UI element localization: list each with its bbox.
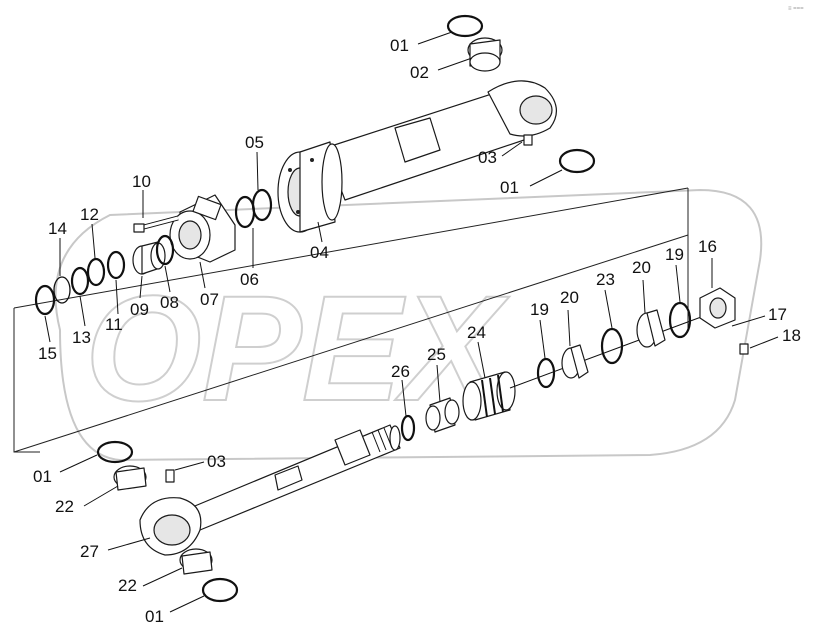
callout-04: 04	[310, 243, 329, 262]
assembly-frame	[13, 187, 689, 453]
callout-06: 06	[240, 270, 259, 289]
callout-19-left: 19	[530, 300, 549, 319]
callout-22-lower: 22	[118, 576, 137, 595]
callout-01-top: 01	[390, 36, 409, 55]
callout-22-upper: 22	[55, 497, 74, 516]
cylinder-head	[169, 194, 236, 263]
callout-01-rod-top: 01	[33, 467, 52, 486]
callout-16: 16	[698, 237, 717, 256]
callout-02: 02	[410, 63, 429, 82]
bushing-09	[132, 241, 166, 275]
callout-10: 10	[132, 172, 151, 191]
callout-12: 12	[80, 205, 99, 224]
callout-03-upper: 03	[478, 148, 497, 167]
callout-17: 17	[768, 305, 787, 324]
piston-rod	[139, 424, 401, 556]
cylinder-barrel	[277, 80, 557, 233]
callout-labels: 01 02 03 01 05 10 14 12 04 06 07 08 09 1…	[33, 36, 801, 626]
callout-20-left: 20	[560, 288, 579, 307]
barrel-eye-parts	[446, 14, 596, 174]
callout-23: 23	[596, 270, 615, 289]
rod-eye-parts	[96, 440, 239, 603]
callout-20-right: 20	[632, 258, 651, 277]
callout-26: 26	[391, 362, 410, 381]
callout-13: 13	[72, 328, 91, 347]
bolt-10	[133, 215, 179, 233]
callout-24: 24	[467, 323, 486, 342]
callout-05: 05	[245, 133, 264, 152]
callout-01-right: 01	[500, 178, 519, 197]
piston-assembly	[400, 287, 749, 442]
corner-stamp: ≡ ===	[788, 6, 804, 12]
callout-14: 14	[48, 219, 67, 238]
callout-15: 15	[38, 344, 57, 363]
callout-01-bottom: 01	[145, 607, 164, 626]
callout-27: 27	[80, 542, 99, 561]
callout-25: 25	[427, 345, 446, 364]
seal-rings-left	[34, 188, 273, 316]
leader-lines	[44, 31, 779, 613]
callout-19-right: 19	[665, 245, 684, 264]
callout-18: 18	[782, 326, 801, 345]
callout-11: 11	[105, 315, 123, 334]
callout-07: 07	[200, 290, 219, 309]
callout-03-lower: 03	[207, 452, 226, 471]
callout-08: 08	[160, 293, 179, 312]
callout-09: 09	[130, 300, 149, 319]
